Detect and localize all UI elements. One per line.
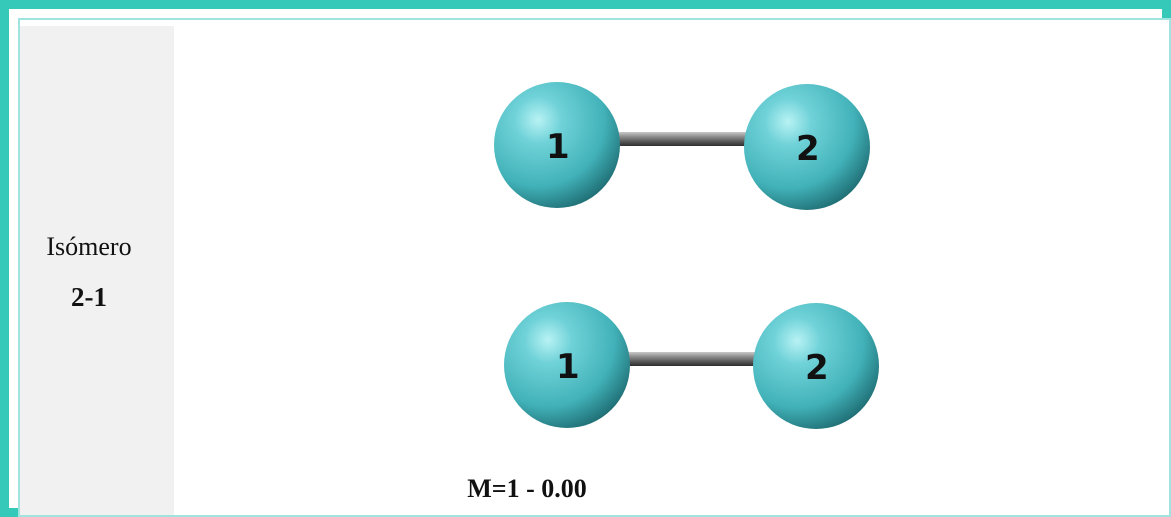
atom-label: 1 <box>546 127 570 167</box>
isomer-card: Isómero 2-1 <box>18 18 1171 517</box>
atom-1: 1 <box>504 302 630 428</box>
isomer-id: 2-1 <box>71 282 107 312</box>
isomer-label-panel: Isómero 2-1 <box>20 20 174 515</box>
structure-2: 1 2 <box>504 302 879 429</box>
atom-2: 2 <box>753 303 879 429</box>
bond-1-2 <box>614 132 754 146</box>
multiplicity-energy-caption: M=1 - 0.00 <box>467 474 587 503</box>
atom-1: 1 <box>494 82 620 208</box>
isomer-label: Isómero <box>46 232 132 261</box>
molecule-diagram: 1 2 1 2 <box>494 82 879 429</box>
structure-1: 1 2 <box>494 82 870 210</box>
atom-label: 2 <box>796 129 820 169</box>
label-panel-top-strip <box>20 20 174 26</box>
bond-1-2 <box>624 352 764 366</box>
atom-label: 2 <box>805 348 829 388</box>
atom-2: 2 <box>744 84 870 210</box>
atom-label: 1 <box>556 347 580 387</box>
molecule-panel: 1 2 1 2 <box>174 20 1169 515</box>
